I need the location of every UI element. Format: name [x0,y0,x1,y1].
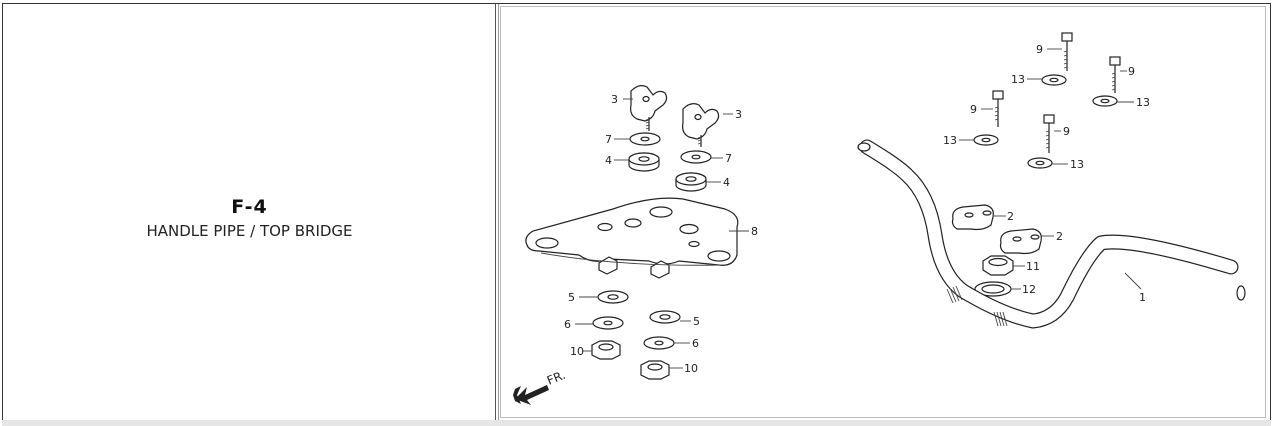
callout-2-upper: 2 [1007,210,1014,223]
callout-9-top: 9 [1036,43,1043,56]
washer-13-right [1092,95,1118,107]
callout-2-lower: 2 [1056,230,1063,243]
callout-7-right: 7 [725,152,732,165]
callout-13-lower: 13 [1070,158,1084,171]
table-bottom-edge [2,420,1271,426]
callout-13-mid: 13 [943,134,957,147]
callout-10-left: 10 [570,345,584,358]
bushing-4-right [675,172,707,192]
nut-10-left [591,340,621,360]
washer-13-top [1041,74,1067,86]
pipe-holder-2-left [951,204,994,231]
front-direction-arrow-icon [513,383,549,405]
bolt-9-right [1109,56,1121,93]
washer-6-right [643,336,675,350]
callout-13-right: 13 [1136,96,1150,109]
bolt-9-top [1061,32,1073,71]
washer-7-right [680,150,712,164]
callout-3-left: 3 [611,93,618,106]
bolt-9-lower [1043,114,1055,153]
callout-9-right: 9 [1128,65,1135,78]
callout-1: 1 [1139,291,1146,304]
nut-11 [982,255,1014,276]
section-title: HANDLE PIPE / TOP BRIDGE [146,222,353,240]
exploded-parts-diagram: 3 3 7 7 4 4 8 [500,6,1266,418]
callout-4-right: 4 [723,176,730,189]
callout-13-top: 13 [1011,73,1025,86]
washer-6-left [592,316,624,330]
nut-10-right [640,360,670,380]
washer-7-left [629,132,661,146]
callout-9-mid: 9 [970,103,977,116]
handle-pipe [857,139,1246,329]
washer-13-lower [1027,157,1053,169]
callout-6-left: 6 [564,318,571,331]
washer-12 [974,281,1012,297]
callout-10-right: 10 [684,362,698,375]
callout-7-left: 7 [605,133,612,146]
washer-13-mid [973,134,999,146]
handle-holder-left [630,85,668,131]
section-info-cell: F-4 HANDLE PIPE / TOP BRIDGE [3,4,496,421]
callout-3-right: 3 [735,108,742,121]
callout-8: 8 [751,225,758,238]
bushing-4-left [628,152,660,172]
callout-4-left: 4 [605,154,612,167]
handle-holder-right [682,103,720,147]
top-bridge [525,197,739,279]
callout-12: 12 [1022,283,1036,296]
section-code: F-4 [231,196,268,218]
bolt-9-mid [992,90,1004,127]
callout-11: 11 [1026,260,1040,273]
diagram-cell [498,4,1269,421]
pipe-holder-2-right [999,228,1042,255]
bushing-5-left [597,290,629,304]
bushing-5-right [649,310,681,324]
callout-9-lower: 9 [1063,125,1070,138]
callout-5-left: 5 [568,291,575,304]
callout-5-right: 5 [693,315,700,328]
callout-6-right: 6 [692,337,699,350]
front-direction-label: FR. [545,368,568,388]
